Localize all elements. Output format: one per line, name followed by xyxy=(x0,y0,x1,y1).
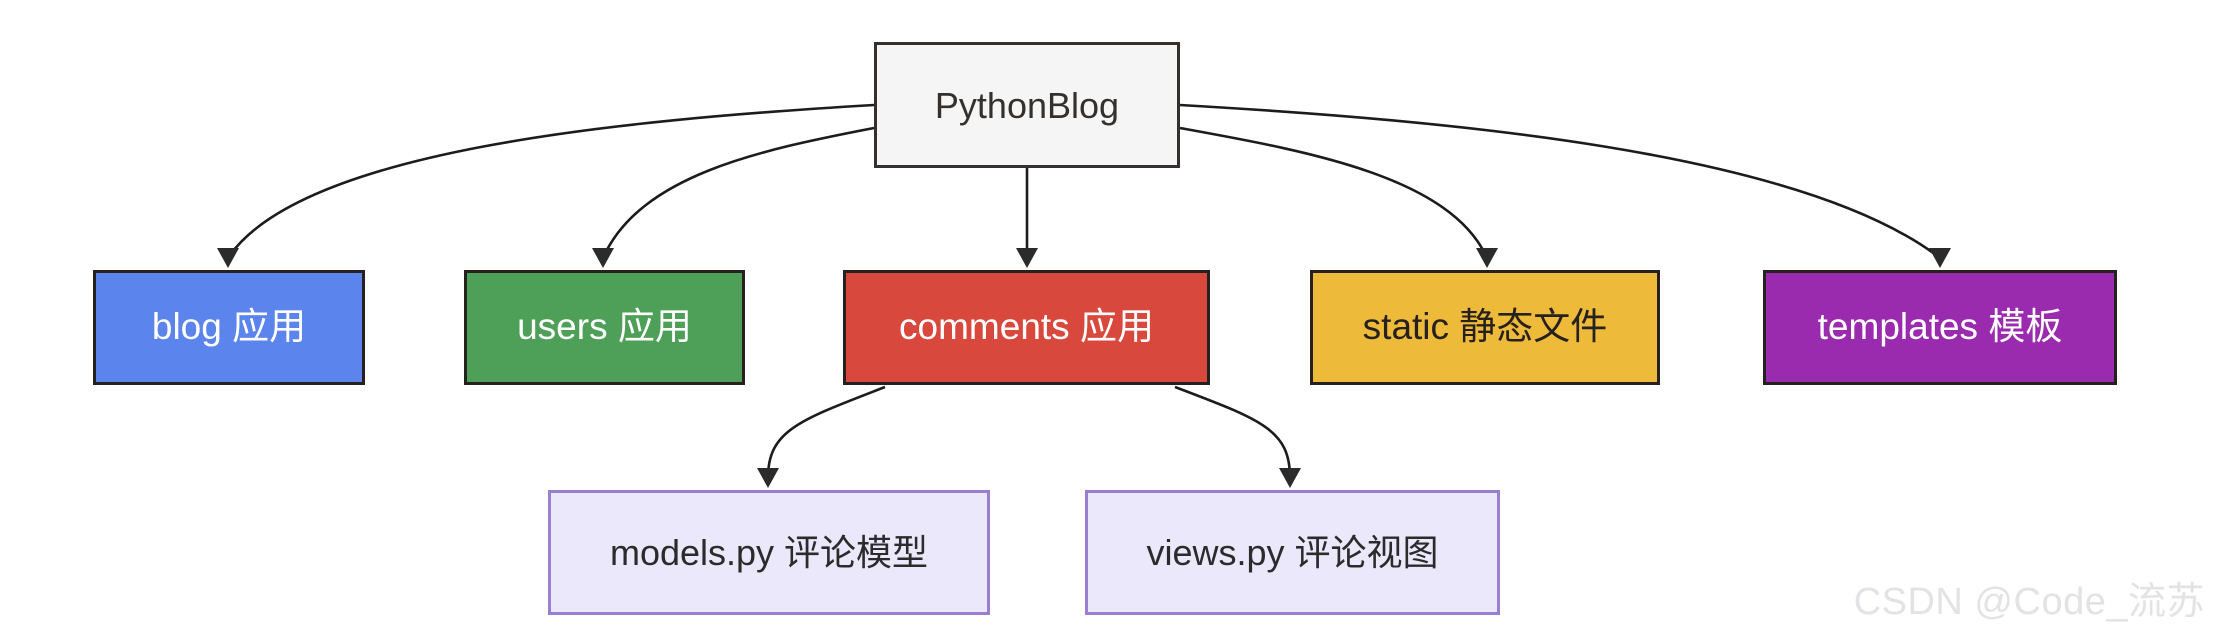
edge-root-blog xyxy=(217,103,875,268)
edge-root-users-arrowhead xyxy=(592,248,614,268)
node-blog-label: blog 应用 xyxy=(151,306,307,348)
node-static-label: static 静态文件 xyxy=(1362,306,1608,348)
node-pythonblog[interactable]: PythonBlog xyxy=(874,42,1180,168)
node-views-py-label: views.py 评论视图 xyxy=(1146,532,1439,573)
edge-root-users xyxy=(592,126,875,268)
edge-root-static-arrowhead xyxy=(1476,248,1498,268)
node-pythonblog-label: PythonBlog xyxy=(934,84,1120,126)
edge-comments-models-arrowhead xyxy=(757,468,779,488)
node-models-py[interactable]: models.py 评论模型 xyxy=(548,490,990,615)
node-templates[interactable]: templates 模板 xyxy=(1763,270,2117,385)
edge-root-blog-arrowhead xyxy=(217,248,239,268)
edge-root-templates xyxy=(1179,103,1951,268)
node-static[interactable]: static 静态文件 xyxy=(1310,270,1660,385)
edge-comments-views-arrowhead xyxy=(1279,468,1301,488)
node-templates-label: templates 模板 xyxy=(1817,306,2063,348)
edge-comments-views xyxy=(1174,385,1301,488)
node-users-label: users 应用 xyxy=(517,306,692,348)
node-comments[interactable]: comments 应用 xyxy=(843,270,1210,385)
edge-root-static xyxy=(1179,126,1498,268)
edge-comments-models xyxy=(757,385,886,488)
node-views-py[interactable]: views.py 评论视图 xyxy=(1085,490,1500,615)
node-users[interactable]: users 应用 xyxy=(464,270,745,385)
node-blog[interactable]: blog 应用 xyxy=(93,270,365,385)
node-models-py-label: models.py 评论模型 xyxy=(609,532,929,573)
edge-root-comments xyxy=(1016,168,1038,268)
csdn-watermark: CSDN @Code_流苏 xyxy=(1853,581,2205,623)
edge-root-comments-arrowhead xyxy=(1016,248,1038,268)
edge-root-templates-arrowhead xyxy=(1929,248,1951,268)
node-comments-label: comments 应用 xyxy=(899,306,1154,348)
